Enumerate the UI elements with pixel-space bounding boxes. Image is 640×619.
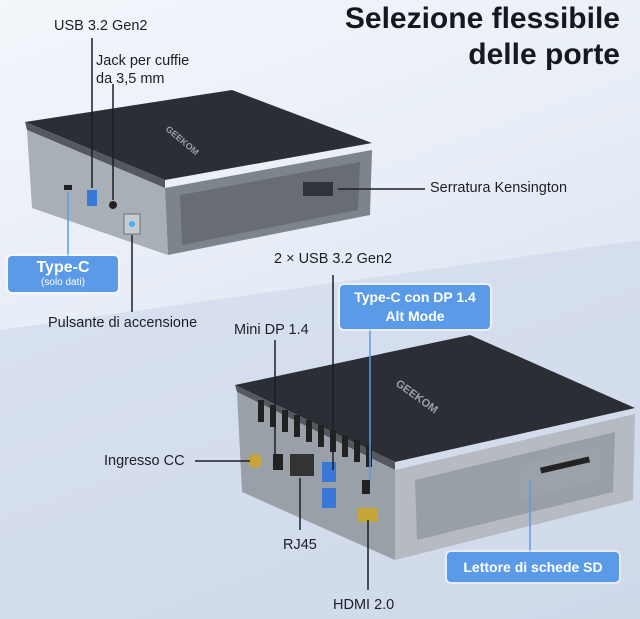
badge-sd-reader: Lettore di schede SD: [447, 552, 619, 582]
typec-port: [64, 185, 72, 190]
label-minidp: Mini DP 1.4: [234, 322, 309, 338]
usb-port-rear-1: [322, 462, 336, 482]
accent-leader-lines: [67, 192, 531, 552]
label-hdmi: HDMI 2.0: [333, 597, 395, 613]
page-title-line1: Selezione flessibile: [344, 2, 620, 35]
sd-card-slot: [539, 456, 591, 474]
label-dc-in: Ingresso CC: [104, 453, 185, 469]
label-rj45: RJ45: [283, 537, 317, 553]
audio-jack: [109, 201, 117, 209]
usb-port: [87, 190, 97, 206]
minidp-port: [273, 454, 283, 470]
badge-typec-dp-line2: Alt Mode: [385, 308, 445, 324]
leader-lines: [91, 38, 425, 590]
typec-dp-port: [362, 480, 370, 494]
usb-port-rear-2: [322, 488, 336, 508]
badge-typec-title: Type-C: [36, 259, 90, 276]
badge-typec-sub: (solo dati): [41, 277, 85, 288]
kensington-lock-slot: [303, 182, 333, 196]
label-jack-line2: da 3,5 mm: [96, 71, 165, 87]
badge-typec-dp: Type-C con DP 1.4 Alt Mode: [340, 285, 490, 329]
dc-in-port: [248, 454, 262, 468]
badge-typec: Type-C (solo dati): [8, 256, 118, 292]
page-title-line2: delle porte: [468, 38, 620, 71]
label-usb-rear: 2 × USB 3.2 Gen2: [274, 251, 393, 267]
label-usb-front: USB 3.2 Gen2: [54, 18, 148, 34]
hdmi-port: [358, 508, 378, 522]
label-kensington: Serratura Kensington: [430, 180, 568, 196]
power-icon: [129, 221, 135, 227]
mini-pc-front-view: GEEKOM: [25, 90, 372, 255]
label-power: Pulsante di accensione: [48, 315, 198, 331]
mini-pc-rear-view: GEEKOM: [235, 335, 635, 560]
label-jack-line1: Jack per cuffie: [96, 53, 190, 69]
badge-typec-dp-line1: Type-C con DP 1.4: [354, 289, 476, 305]
rj45-port: [290, 454, 314, 476]
